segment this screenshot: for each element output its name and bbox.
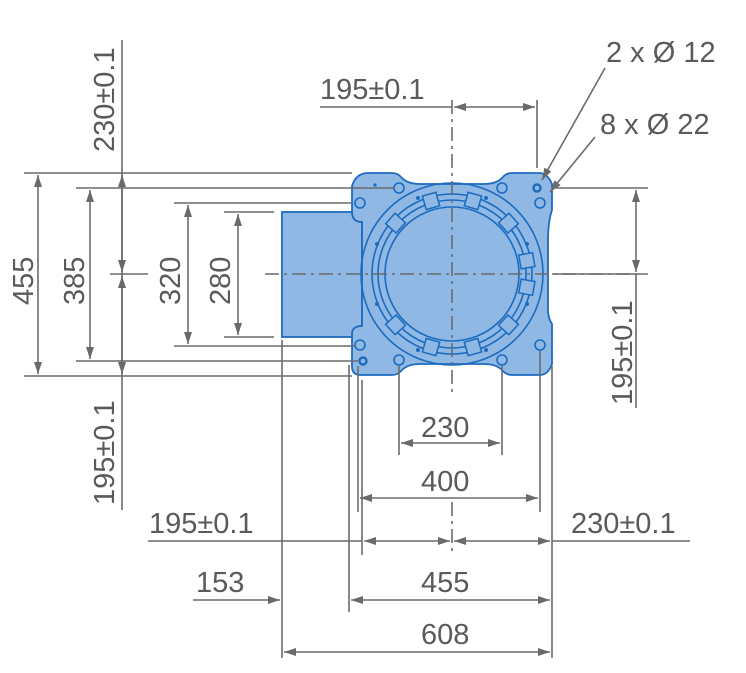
dim-right-195-vertical: 195±0.1 — [607, 300, 639, 405]
mounting-holes-d22 — [354, 182, 546, 366]
dim-bottom-195-vertical: 195±0.1 — [89, 400, 121, 505]
dim-400: 400 — [421, 466, 469, 498]
dimension-labels: 2 x Ø 12 8 x Ø 22 195±0.1 230 400 195±0.… — [8, 37, 716, 651]
ring-bolt-dots — [375, 196, 529, 352]
center-lines — [265, 100, 640, 555]
callout-small-holes: 2 x Ø 12 — [606, 37, 716, 69]
dim-385: 385 — [59, 257, 91, 305]
extension-lines — [24, 40, 648, 658]
bearing-blocks — [384, 191, 536, 357]
dim-153: 153 — [196, 567, 244, 599]
dim-top-230-vertical: 230±0.1 — [89, 47, 121, 152]
callout-large-holes: 8 x Ø 22 — [600, 109, 710, 141]
dim-455-vertical: 455 — [8, 257, 40, 305]
dimension-arrows — [34, 67, 690, 656]
dim-320: 320 — [155, 257, 187, 305]
dim-280: 280 — [205, 257, 237, 305]
pin-holes-d12 — [358, 183, 542, 366]
dim-608: 608 — [421, 619, 469, 651]
dim-455-horizontal: 455 — [421, 567, 469, 599]
dim-right-230: 230±0.1 — [571, 508, 676, 540]
dim-left-195: 195±0.1 — [149, 508, 254, 540]
dim-top-195: 195±0.1 — [320, 74, 425, 106]
dim-230: 230 — [421, 412, 469, 444]
